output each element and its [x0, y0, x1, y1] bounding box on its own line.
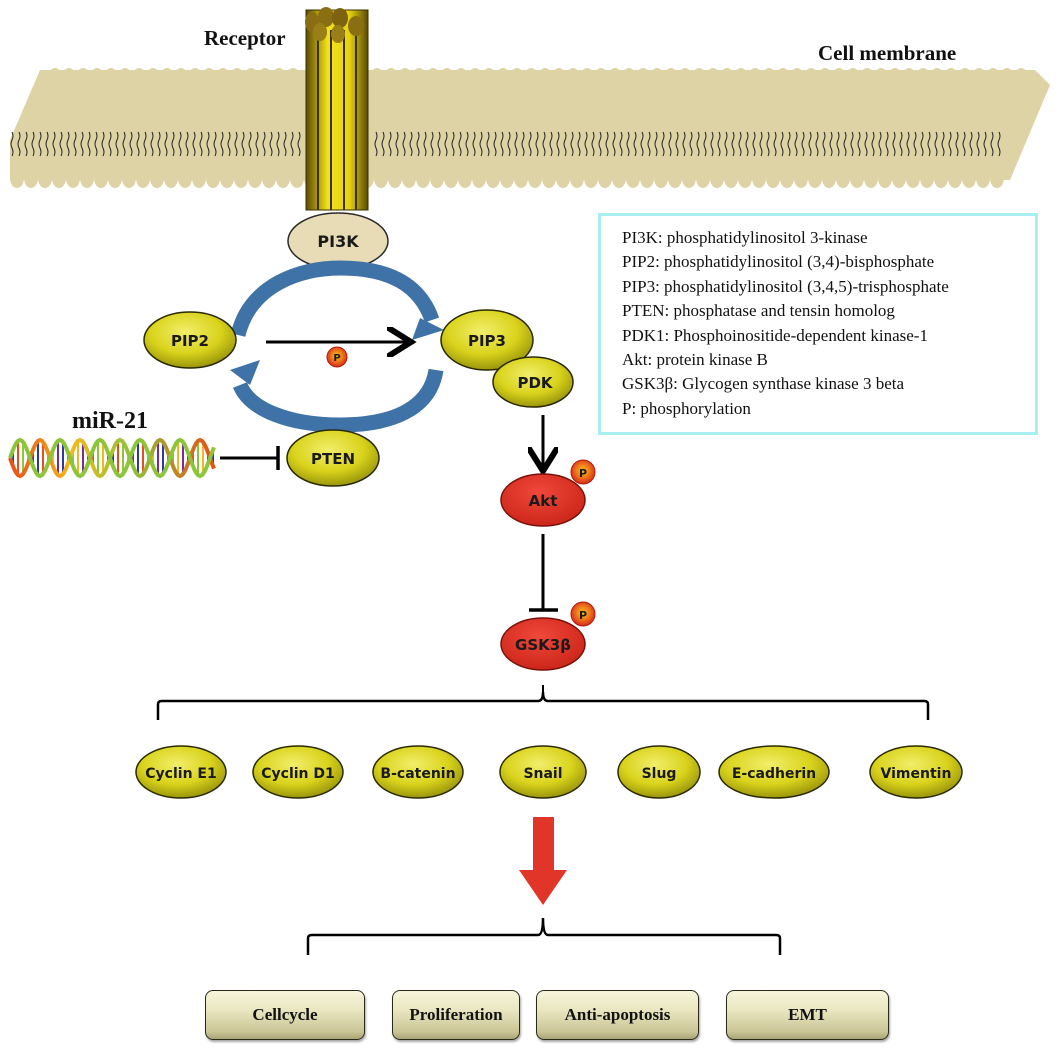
receptor-icon [305, 7, 369, 211]
bracket-targets [156, 691, 930, 720]
outcome-cellcycle: Cellcycle [205, 990, 365, 1040]
target-node-label: Snail [523, 766, 562, 782]
legend-item: GSK3β: Glycogen synthase kinase 3 beta [622, 374, 905, 394]
target-node-label: Slug [642, 766, 677, 782]
target-node-label: Cyclin E1 [145, 766, 216, 782]
legend-item: PIP3: phosphatidylinositol (3,4,5)-trisp… [622, 276, 949, 296]
inhibition-line-akt-gsk3b [529, 534, 558, 612]
svg-text:PIP3: PIP3 [468, 332, 506, 350]
phospho-badge [570, 601, 596, 627]
node-gsk3b: GSK3β P [500, 601, 596, 671]
node-pi3k-label: PI3K [317, 232, 359, 251]
phospho-badge [570, 459, 596, 485]
result-arrow-icon [519, 817, 567, 905]
legend-item: Akt: protein kinase B [622, 350, 768, 370]
legend-item: P: phosphorylation [622, 398, 751, 418]
inhibition-line-mir21-pten [220, 446, 280, 470]
outcome-proliferation: Proliferation [392, 990, 520, 1040]
outcome-emt: EMT [726, 990, 889, 1040]
target-node-snail: Snail [499, 745, 587, 799]
target-node-label: B-catenin [380, 766, 455, 782]
svg-text:P: P [579, 467, 587, 480]
dna-strand [8, 437, 216, 479]
svg-text:P: P [579, 609, 587, 622]
cycle-arrowhead-icon [230, 360, 260, 385]
phospho-badge: P [326, 346, 348, 368]
dna-helix-icon [8, 437, 216, 479]
target-node-e-cadherin: E-cadherin [718, 745, 830, 799]
node-pdk: PDK [492, 356, 574, 408]
outcome-anti-apoptosis: Anti-apoptosis [536, 990, 699, 1040]
legend-item: PTEN: phosphatase and tensin homolog [622, 301, 895, 321]
cell-membrane [10, 68, 1050, 188]
cycle-arrows-icon [230, 260, 444, 433]
node-pip2: PIP2 [143, 311, 237, 369]
cycle-arrowhead-icon [412, 318, 444, 340]
svg-text:P: P [333, 353, 340, 364]
target-node-vimentin: Vimentin [869, 745, 963, 799]
mir21-label: miR-21 [72, 408, 148, 434]
target-node-label: E-cadherin [732, 766, 816, 782]
target-node-cyclin-d1: Cyclin D1 [252, 745, 344, 799]
legend-item: PIP2: phosphatidylinositol (3,4)-bisphos… [622, 252, 935, 272]
svg-text:PTEN: PTEN [311, 450, 355, 468]
svg-text:PIP2: PIP2 [171, 332, 209, 350]
receptor-label: Receptor [204, 26, 286, 50]
dna-strand [8, 437, 216, 479]
node-akt: Akt P [500, 459, 596, 527]
legend-item: PI3K: phosphatidylinositol 3-kinase [622, 228, 868, 247]
node-pten: PTEN [286, 429, 380, 487]
target-node-cyclin-e1: Cyclin E1 [135, 745, 227, 799]
bracket-outcomes [306, 917, 782, 955]
target-node-b-catenin: B-catenin [372, 745, 464, 799]
svg-text:GSK3β: GSK3β [515, 636, 571, 654]
target-node-label: Cyclin D1 [261, 766, 335, 782]
node-pip3: PIP3 [440, 309, 534, 371]
target-node-slug: Slug [617, 745, 701, 799]
target-node-label: Vimentin [881, 766, 952, 782]
svg-text:Akt: Akt [529, 492, 558, 510]
legend-item: PDK1: Phosphoinositide-dependent kinase-… [622, 325, 928, 345]
target-nodes: Cyclin E1 Cyclin D1 B-catenin Snail Slug E-ca… [135, 745, 963, 799]
cell-membrane-label: Cell membrane [818, 41, 956, 65]
svg-text:PDK: PDK [517, 374, 553, 392]
